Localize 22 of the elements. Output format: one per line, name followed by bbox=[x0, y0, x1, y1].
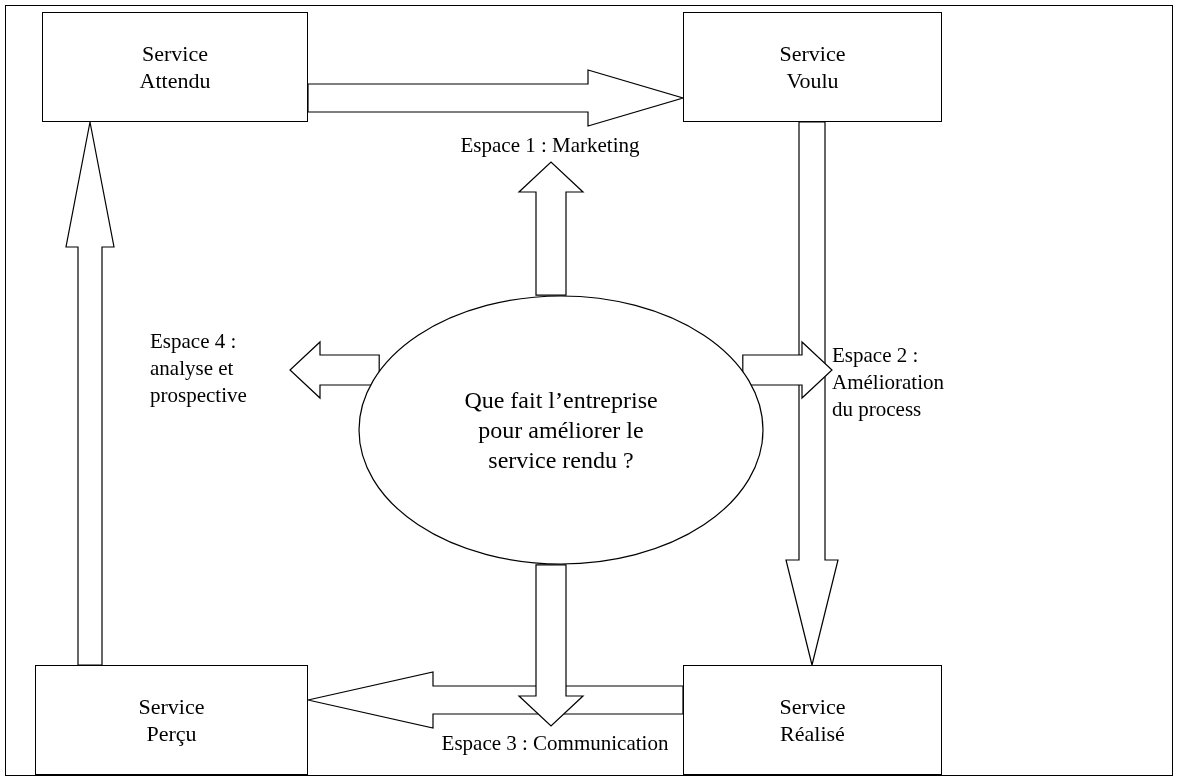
node-text: Service Réalisé bbox=[778, 693, 847, 747]
block-arrow bbox=[65, 121, 115, 666]
space-label: Espace 2 : Amélioration du process bbox=[832, 340, 962, 424]
block-arrow bbox=[517, 161, 585, 296]
service-box bbox=[42, 12, 308, 122]
service-box bbox=[683, 12, 942, 122]
node-text: Service Perçu bbox=[137, 693, 206, 747]
question-ellipse bbox=[358, 295, 764, 565]
space-label: Espace 3 : Communication bbox=[400, 726, 710, 760]
service-box bbox=[35, 665, 308, 775]
block-arrow bbox=[307, 671, 684, 729]
block-arrow bbox=[742, 340, 833, 400]
space-label: Espace 4 : analyse et prospective bbox=[150, 326, 290, 410]
block-arrow bbox=[785, 121, 839, 666]
block-arrow bbox=[307, 69, 686, 127]
block-arrow bbox=[289, 340, 380, 400]
space-label: Espace 1 : Marketing bbox=[400, 128, 700, 162]
node-text: Service Voulu bbox=[778, 40, 847, 94]
block-arrow bbox=[517, 564, 585, 727]
node-text: Que fait l’entreprise pour améliorer le service rendu ? bbox=[463, 386, 659, 475]
service-box bbox=[683, 665, 942, 775]
node-text: Service Attendu bbox=[138, 40, 212, 94]
